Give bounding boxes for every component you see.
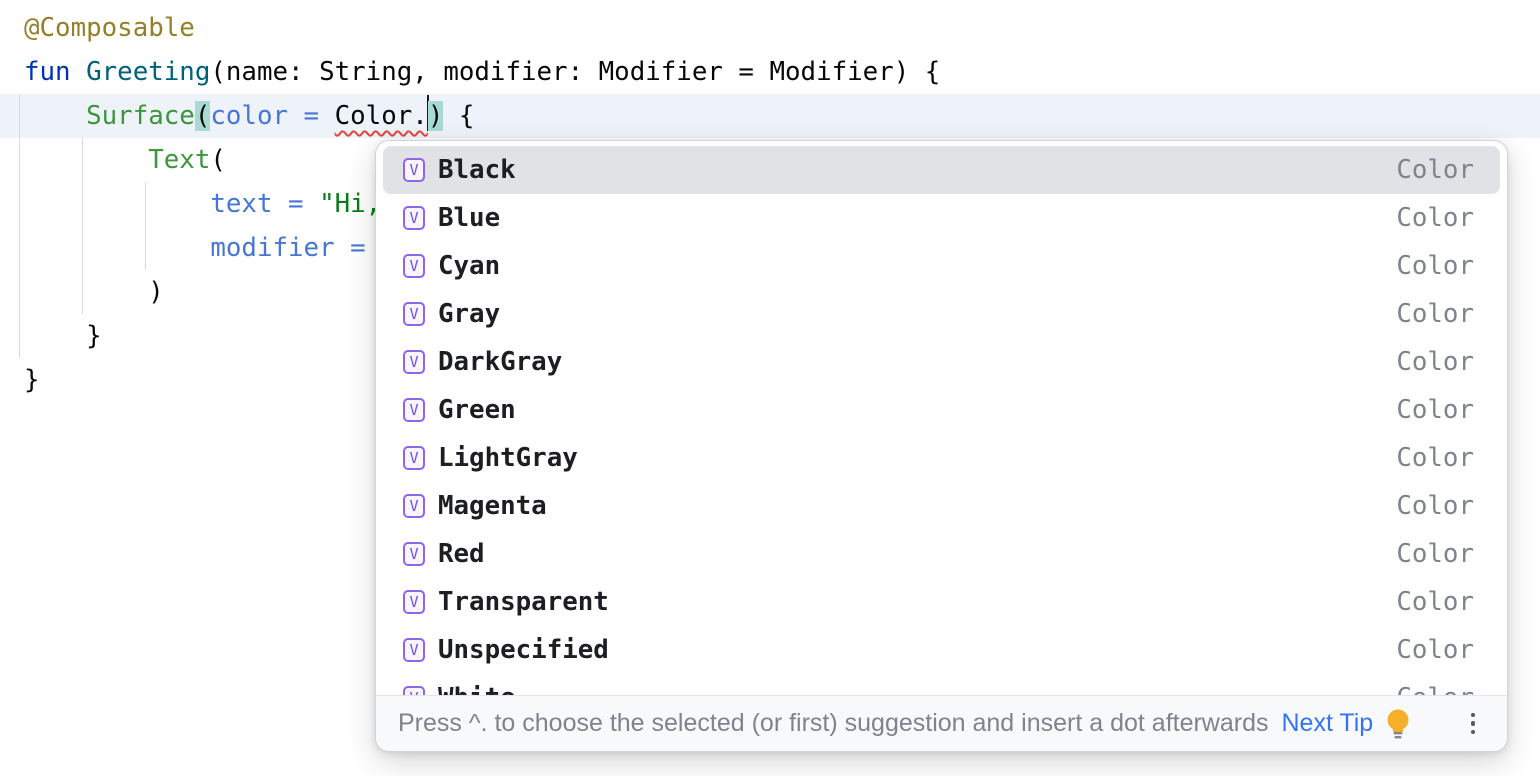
completion-item-label: Green bbox=[438, 395, 516, 425]
code-token: Surface bbox=[86, 101, 195, 131]
completion-item-type: Color bbox=[1396, 491, 1474, 521]
more-options-icon[interactable] bbox=[1461, 709, 1485, 739]
code-token bbox=[24, 145, 148, 175]
code-token: Color. bbox=[334, 101, 428, 131]
code-line[interactable]: Surface(color = Color.) { bbox=[24, 94, 940, 138]
code-token bbox=[24, 189, 210, 219]
code-token: color = bbox=[210, 101, 335, 131]
code-token bbox=[24, 233, 210, 263]
code-token: Text bbox=[148, 145, 211, 175]
completion-item-transparent[interactable]: V Transparent Color bbox=[383, 578, 1500, 626]
completion-item-gray[interactable]: V Gray Color bbox=[383, 290, 1500, 338]
value-icon: V bbox=[403, 302, 425, 326]
completion-item-type: Color bbox=[1396, 443, 1474, 473]
code-token: ( bbox=[210, 145, 226, 175]
completion-item-type: Color bbox=[1396, 587, 1474, 617]
completion-item-label: Black bbox=[438, 155, 516, 185]
code-token: modifier = bbox=[210, 233, 382, 263]
code-line[interactable]: text = "Hi, bbox=[24, 182, 940, 226]
next-tip-link[interactable]: Next Tip bbox=[1281, 709, 1374, 737]
code-token: text = bbox=[210, 189, 320, 219]
value-icon: V bbox=[403, 398, 425, 422]
completion-item-label: LightGray bbox=[438, 443, 578, 473]
code-token: @Composable bbox=[24, 13, 195, 43]
indent-guide bbox=[82, 138, 83, 314]
lightbulb-icon bbox=[1383, 708, 1413, 740]
value-icon: V bbox=[403, 494, 425, 518]
completion-item-label: Gray bbox=[438, 299, 501, 329]
completion-item-type: Color bbox=[1396, 539, 1474, 569]
completion-item-label: Transparent bbox=[438, 587, 609, 617]
completion-item-type: Color bbox=[1396, 395, 1474, 425]
value-icon: V bbox=[403, 590, 425, 614]
value-icon: V bbox=[403, 206, 425, 230]
completion-hint-bar: Press ^. to choose the selected (or firs… bbox=[376, 695, 1507, 751]
code-token: } bbox=[24, 365, 40, 395]
completion-item-label: Cyan bbox=[438, 251, 501, 281]
indent-guide bbox=[19, 94, 20, 358]
code-line[interactable]: Text( bbox=[24, 138, 940, 182]
indent-guide bbox=[145, 182, 146, 270]
current-line-highlight bbox=[0, 94, 1540, 138]
code-line[interactable]: fun Greeting(name: String, modifier: Mod… bbox=[24, 50, 940, 94]
code-line[interactable]: modifier = bbox=[24, 226, 940, 270]
value-icon: V bbox=[403, 254, 425, 278]
completion-item-red[interactable]: V Red Color bbox=[383, 530, 1500, 578]
completion-item-lightgray[interactable]: V LightGray Color bbox=[383, 434, 1500, 482]
completion-item-label: DarkGray bbox=[438, 347, 563, 377]
code-line[interactable]: } bbox=[24, 358, 940, 402]
code-line[interactable]: } bbox=[24, 314, 940, 358]
value-icon: V bbox=[403, 446, 425, 470]
code-line[interactable]: @Composable bbox=[24, 6, 940, 50]
code-token bbox=[71, 57, 87, 87]
code-line[interactable]: ) bbox=[24, 270, 940, 314]
value-icon: V bbox=[403, 542, 425, 566]
completion-item-label: Blue bbox=[438, 203, 501, 233]
completion-item-black[interactable]: V Black Color bbox=[383, 146, 1500, 194]
code-token: Greeting bbox=[86, 57, 211, 87]
code-token: fun bbox=[24, 57, 71, 87]
code-token: ( bbox=[194, 101, 211, 131]
completion-item-label: Magenta bbox=[438, 491, 547, 521]
completion-item-type: Color bbox=[1396, 635, 1474, 665]
completion-item-blue[interactable]: V Blue Color bbox=[383, 194, 1500, 242]
code-token bbox=[24, 101, 86, 131]
completion-item-type: Color bbox=[1396, 299, 1474, 329]
completion-item-unspecified[interactable]: V Unspecified Color bbox=[383, 626, 1500, 674]
completion-item-type: Color bbox=[1396, 347, 1474, 377]
completion-item-type: Color bbox=[1396, 203, 1474, 233]
hint-text: Press ^. to choose the selected (or firs… bbox=[398, 709, 1269, 737]
completion-item-green[interactable]: V Green Color bbox=[383, 386, 1500, 434]
code-token: "Hi, bbox=[319, 189, 382, 219]
completion-item-type: Color bbox=[1396, 251, 1474, 281]
value-icon: V bbox=[403, 350, 425, 374]
completion-item-type: Color bbox=[1396, 155, 1474, 185]
code-token: ) bbox=[24, 277, 164, 307]
completion-item-cyan[interactable]: V Cyan Color bbox=[383, 242, 1500, 290]
completion-item-label: Red bbox=[438, 539, 485, 569]
completion-item-darkgray[interactable]: V DarkGray Color bbox=[383, 338, 1500, 386]
code-text[interactable]: @Composable fun Greeting(name: String, mo… bbox=[24, 6, 940, 402]
code-token: ) bbox=[427, 101, 444, 131]
code-token: { bbox=[443, 101, 475, 131]
completion-item-magenta[interactable]: V Magenta Color bbox=[383, 482, 1500, 530]
code-token: (name: String, modifier: Modifier = Modi… bbox=[210, 57, 941, 87]
completion-item-label: Unspecified bbox=[438, 635, 609, 665]
code-token: } bbox=[24, 321, 102, 351]
value-icon: V bbox=[403, 638, 425, 662]
value-icon: V bbox=[403, 158, 425, 182]
